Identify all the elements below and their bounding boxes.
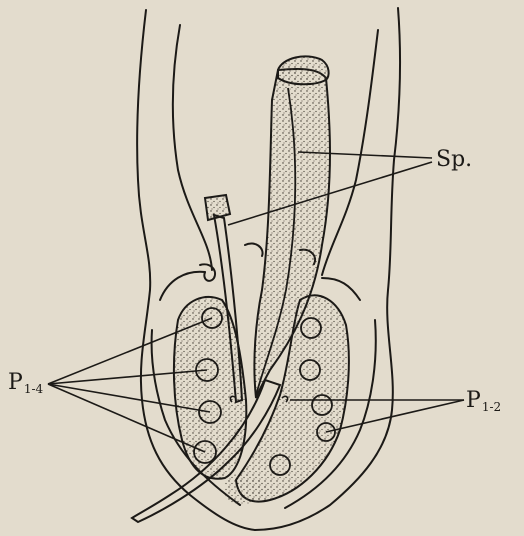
spicule-large-cap	[278, 56, 329, 84]
label-spicule: Sp.	[436, 147, 472, 172]
label-pouches-right-letter: P	[466, 388, 481, 413]
spicule-slender-head	[205, 195, 230, 220]
label-pouches-left-sub: 1-4	[24, 382, 43, 396]
label-pouches-right: P1-2	[466, 388, 501, 414]
inner-wall-left	[173, 25, 212, 270]
label-pouches-right-sub: 1-2	[482, 400, 501, 414]
leader-p12-2	[326, 400, 464, 432]
label-pouches-left: P1-4	[8, 370, 43, 396]
label-pouches-left-letter: P	[8, 370, 23, 395]
